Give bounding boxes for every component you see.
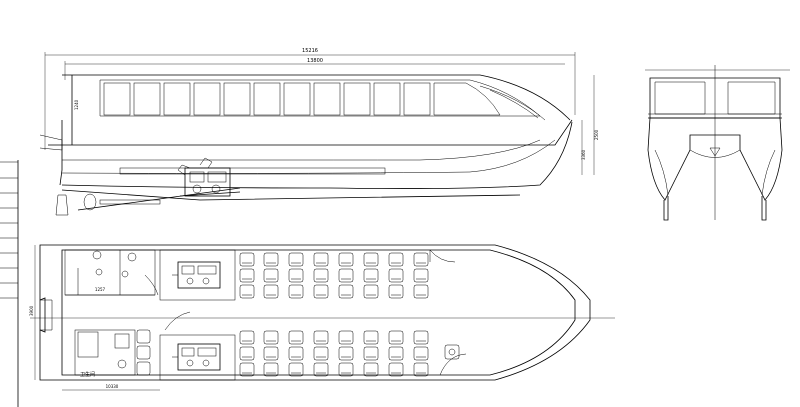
seat — [413, 268, 429, 283]
seat — [263, 330, 279, 345]
seat — [338, 268, 354, 283]
seat — [388, 346, 404, 361]
seat — [239, 268, 255, 283]
seat — [313, 362, 329, 377]
seat — [263, 284, 279, 299]
seat — [263, 268, 279, 283]
seat — [388, 330, 404, 345]
seat — [388, 268, 404, 283]
seat — [313, 284, 329, 299]
title-block-strip — [0, 160, 19, 407]
seat — [313, 252, 329, 267]
seat — [239, 284, 255, 299]
seat — [239, 252, 255, 267]
seat — [338, 362, 354, 377]
room-label: 卫生间 — [80, 371, 95, 378]
seat — [263, 252, 279, 267]
seat — [413, 362, 429, 377]
deck-plan-view: 3900 10330 1257 卫生间 — [29, 244, 615, 391]
seat — [363, 346, 379, 361]
seat — [263, 346, 279, 361]
seat — [363, 330, 379, 345]
seat — [413, 346, 429, 361]
seat — [288, 284, 304, 299]
seat — [288, 346, 304, 361]
helm-station — [444, 344, 460, 360]
seat — [338, 284, 354, 299]
dim-front-height: 2500 — [594, 129, 599, 140]
seat — [313, 330, 329, 345]
seat — [413, 284, 429, 299]
engine-upper — [172, 261, 221, 289]
passenger-seats — [239, 252, 429, 377]
seat — [239, 346, 255, 361]
dim-room-width: 1257 — [95, 287, 106, 292]
profile-engine — [99, 157, 241, 205]
seat — [263, 362, 279, 377]
seat — [413, 252, 429, 267]
seat — [338, 252, 354, 267]
seat — [413, 330, 429, 345]
seat — [338, 330, 354, 345]
seat — [288, 330, 304, 345]
seat — [239, 362, 255, 377]
seat — [363, 252, 379, 267]
dim-bottom-span: 10330 — [106, 384, 119, 389]
seat — [363, 268, 379, 283]
seat — [363, 362, 379, 377]
seat — [388, 362, 404, 377]
seat — [388, 252, 404, 267]
seat — [388, 284, 404, 299]
front-section-view — [645, 65, 790, 221]
dim-waterline-length: 13800 — [307, 58, 323, 64]
seat — [313, 346, 329, 361]
seat — [338, 346, 354, 361]
seat — [288, 268, 304, 283]
profile-view: 15216 13800 1240 — [39, 48, 599, 216]
seat — [288, 252, 304, 267]
aft-seats — [136, 329, 151, 376]
seat — [313, 268, 329, 283]
dim-beam: 3900 — [29, 305, 34, 316]
dim-profile-height: 3360 — [581, 149, 586, 160]
seat — [288, 362, 304, 377]
engine-lower — [172, 343, 221, 371]
dim-side-height: 1240 — [74, 99, 79, 110]
dim-overall-length: 15216 — [302, 48, 318, 54]
seat — [363, 284, 379, 299]
seat — [239, 330, 255, 345]
